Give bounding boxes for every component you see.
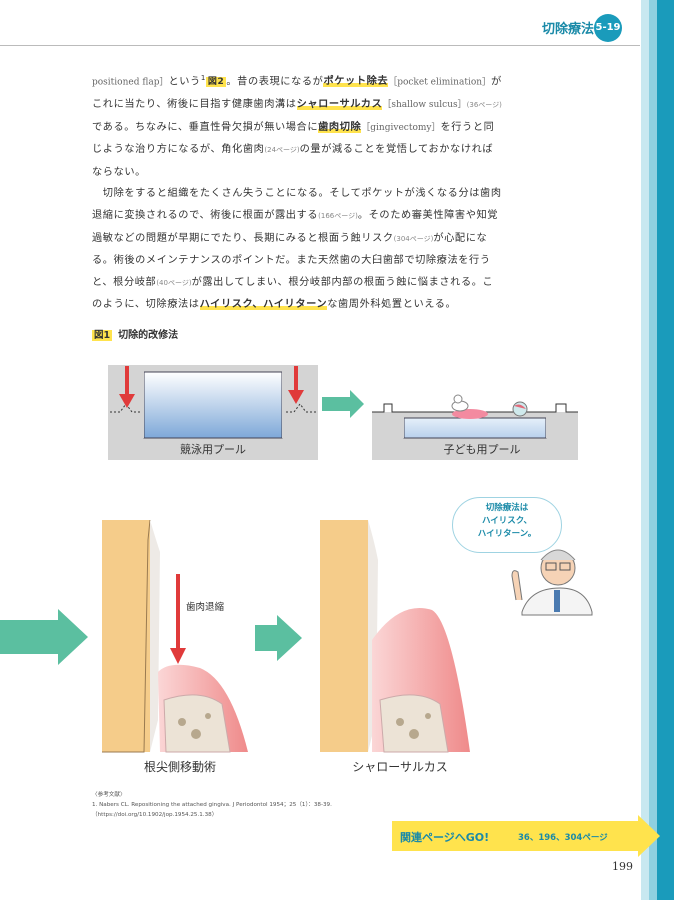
text-tag: 図2 <box>205 77 227 88</box>
side-stripe-dark <box>657 0 674 900</box>
figure-title: 切除的改修法 <box>118 330 179 341</box>
chapter-badge: 5-19 <box>594 14 622 42</box>
arrow-right-icon <box>255 615 302 661</box>
arrow-right-icon <box>0 609 88 665</box>
text-small-ref: (166ページ) <box>318 211 358 220</box>
text-hl: シャローサルカス <box>296 98 383 110</box>
speech-bubble: 切除療法は ハイリスク、 ハイリターン。 <box>452 497 562 553</box>
recession-label: 歯肉退縮 <box>186 601 224 613</box>
text-run: な歯周外科処置といえる。 <box>327 299 457 311</box>
goto-pages[interactable]: 36、196、304ページ <box>518 833 608 843</box>
bubble-line: 切除療法は <box>485 503 529 513</box>
text-run: 切除をすると組織をたくさん失うことになる。そしてポケットが浅くなる分は歯肉退縮に… <box>92 188 502 221</box>
text-latin: ［pocket elimination］ <box>388 77 492 88</box>
text-hl: ハイリスク、ハイリターン <box>199 299 328 311</box>
text-hl: 歯肉切除 <box>318 121 362 133</box>
goto-banner <box>392 815 660 857</box>
figure-tag: 図1 <box>92 330 113 341</box>
figure-illustration: 競泳用プール 子ども用プール 歯肉退縮 根尖側移動術 シ <box>0 365 593 774</box>
reference-entry: （https://doi.org/10.1902/jop.1954.25.1.3… <box>92 812 218 818</box>
side-stripe-light <box>641 0 649 900</box>
arrow-right-icon <box>322 390 364 418</box>
bubble-line: ハイリターン。 <box>477 529 537 539</box>
reference-entry: 1. Nabers CL. Repositioning the attached… <box>92 802 332 808</box>
paragraph-2: 切除をすると組織をたくさん失うことになる。そしてポケットが浅くなる分は歯肉退縮に… <box>92 183 502 316</box>
header-rule <box>0 45 640 46</box>
side-stripe-mid <box>649 0 657 900</box>
text-latin: ［gingivectomy］ <box>361 122 441 133</box>
text-small-ref: (40ページ) <box>156 278 192 287</box>
goto-label[interactable]: 関連ページへGO! <box>400 831 490 844</box>
text-run: が露出してしまい、根分岐部内部の根面う蝕に悩まされる。このように、切除療法は <box>92 276 494 311</box>
bubble-line: ハイリスク、 <box>481 516 533 526</box>
doctor-avatar <box>511 549 593 616</box>
pool-left-label: 競泳用プール <box>180 442 246 456</box>
text-latin: ［shallow sulcus］ <box>382 99 467 110</box>
figure-caption: 図1 切除的改修法 <box>92 326 178 341</box>
arrow-right-icon <box>392 815 660 857</box>
arrow-down-icon <box>170 648 186 664</box>
text-hl: ポケット除去 <box>323 76 389 88</box>
text-run: を行うと同じような治り方になるが、角化歯肉 <box>92 121 495 156</box>
text-latin: positioned flap］ <box>92 77 169 88</box>
text-small-ref: (36ページ) <box>466 100 502 109</box>
text-run: という <box>168 76 201 88</box>
references: 〈参考文献〉 1. Nabers CL. Repositioning the a… <box>92 790 332 820</box>
text-run: 。昔の表現になるが <box>226 76 324 88</box>
page-number: 199 <box>612 860 633 873</box>
tooth-right-label: シャローサルカス <box>352 760 447 774</box>
competition-pool <box>108 365 318 460</box>
section-title: 切除療法 <box>542 22 595 37</box>
tooth-apically-positioned <box>102 519 248 753</box>
kids-pool <box>372 394 578 460</box>
tooth-left-label: 根尖側移動術 <box>144 760 216 774</box>
text-run: 。そのため審美性障害や知覚過敏などの問題が早期にでたり、長期にみると根面う蝕リス… <box>92 209 499 244</box>
references-heading: 〈参考文献〉 <box>92 792 126 798</box>
text-sup: 1 <box>200 74 206 82</box>
text-small-ref: (24ページ) <box>264 146 300 155</box>
pool-right-label: 子ども用プール <box>444 443 521 456</box>
text-run: である。ちなみに、垂直性骨欠損が無い場合に <box>92 121 319 133</box>
text-run: の量が減ることを覚悟しておかなければならない。 <box>92 144 494 178</box>
text-small-ref: (304ページ) <box>393 234 434 243</box>
tooth-shallow-sulcus <box>320 520 470 753</box>
text-run: が心配になる。術後のメインテナンスのポイントだ。また天然歯の大臼歯部で切除療法を… <box>92 232 491 288</box>
text-run: がこれに当たり、術後に目指す健康歯肉溝は <box>92 76 502 110</box>
